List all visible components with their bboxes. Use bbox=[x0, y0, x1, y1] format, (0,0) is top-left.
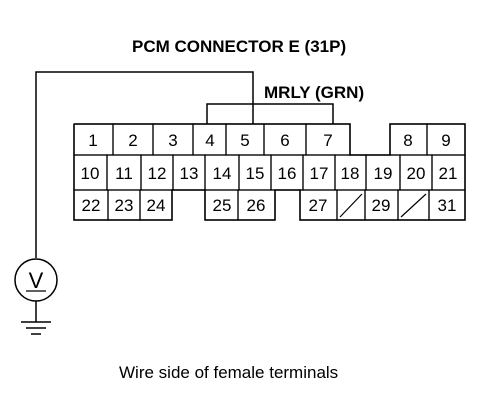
terminal-20: 20 bbox=[407, 164, 426, 183]
terminal-24: 24 bbox=[147, 196, 166, 215]
terminal-9: 9 bbox=[441, 131, 450, 150]
row-3-cells bbox=[73, 189, 466, 221]
terminal-25: 25 bbox=[213, 196, 232, 215]
terminal-6: 6 bbox=[280, 131, 289, 150]
terminal-3: 3 bbox=[168, 131, 177, 150]
caption: Wire side of female terminals bbox=[119, 363, 338, 382]
terminal-21: 21 bbox=[439, 164, 458, 183]
terminal-1: 1 bbox=[88, 131, 97, 150]
diagram-title: PCM CONNECTOR E (31P) bbox=[132, 37, 346, 56]
terminal-26: 26 bbox=[247, 196, 266, 215]
terminal-12: 12 bbox=[148, 164, 167, 183]
terminal-4: 4 bbox=[205, 131, 214, 150]
terminal-15: 15 bbox=[246, 164, 265, 183]
relay-lock-bracket bbox=[206, 103, 334, 124]
terminal-7: 7 bbox=[323, 131, 332, 150]
test-lead-wire bbox=[35, 71, 254, 258]
row-3-labels: 22 23 24 25 26 27 29 31 bbox=[82, 196, 457, 215]
terminal-8: 8 bbox=[403, 131, 412, 150]
terminal-27: 27 bbox=[309, 196, 328, 215]
ground-icon bbox=[21, 301, 51, 335]
terminal-5: 5 bbox=[240, 131, 249, 150]
terminal-10: 10 bbox=[81, 164, 100, 183]
row-2-labels: 10 11 12 13 14 15 16 17 18 19 20 21 bbox=[81, 164, 458, 183]
terminal-14: 14 bbox=[213, 164, 232, 183]
row-1-labels: 1 2 3 4 5 6 7 8 9 bbox=[88, 131, 450, 150]
terminal-29: 29 bbox=[372, 196, 391, 215]
terminal-2: 2 bbox=[128, 131, 137, 150]
terminal-19: 19 bbox=[374, 164, 393, 183]
terminal-18: 18 bbox=[341, 164, 360, 183]
terminal-17: 17 bbox=[310, 164, 329, 183]
terminal-16: 16 bbox=[278, 164, 297, 183]
terminal-11: 11 bbox=[115, 164, 133, 183]
terminal-31: 31 bbox=[438, 196, 457, 215]
terminal-22: 22 bbox=[82, 196, 101, 215]
voltmeter: V bbox=[14, 258, 58, 302]
terminal-13: 13 bbox=[180, 164, 199, 183]
terminal-23: 23 bbox=[115, 196, 134, 215]
voltmeter-symbol: V bbox=[29, 268, 44, 293]
relay-label: MRLY (GRN) bbox=[264, 83, 364, 102]
